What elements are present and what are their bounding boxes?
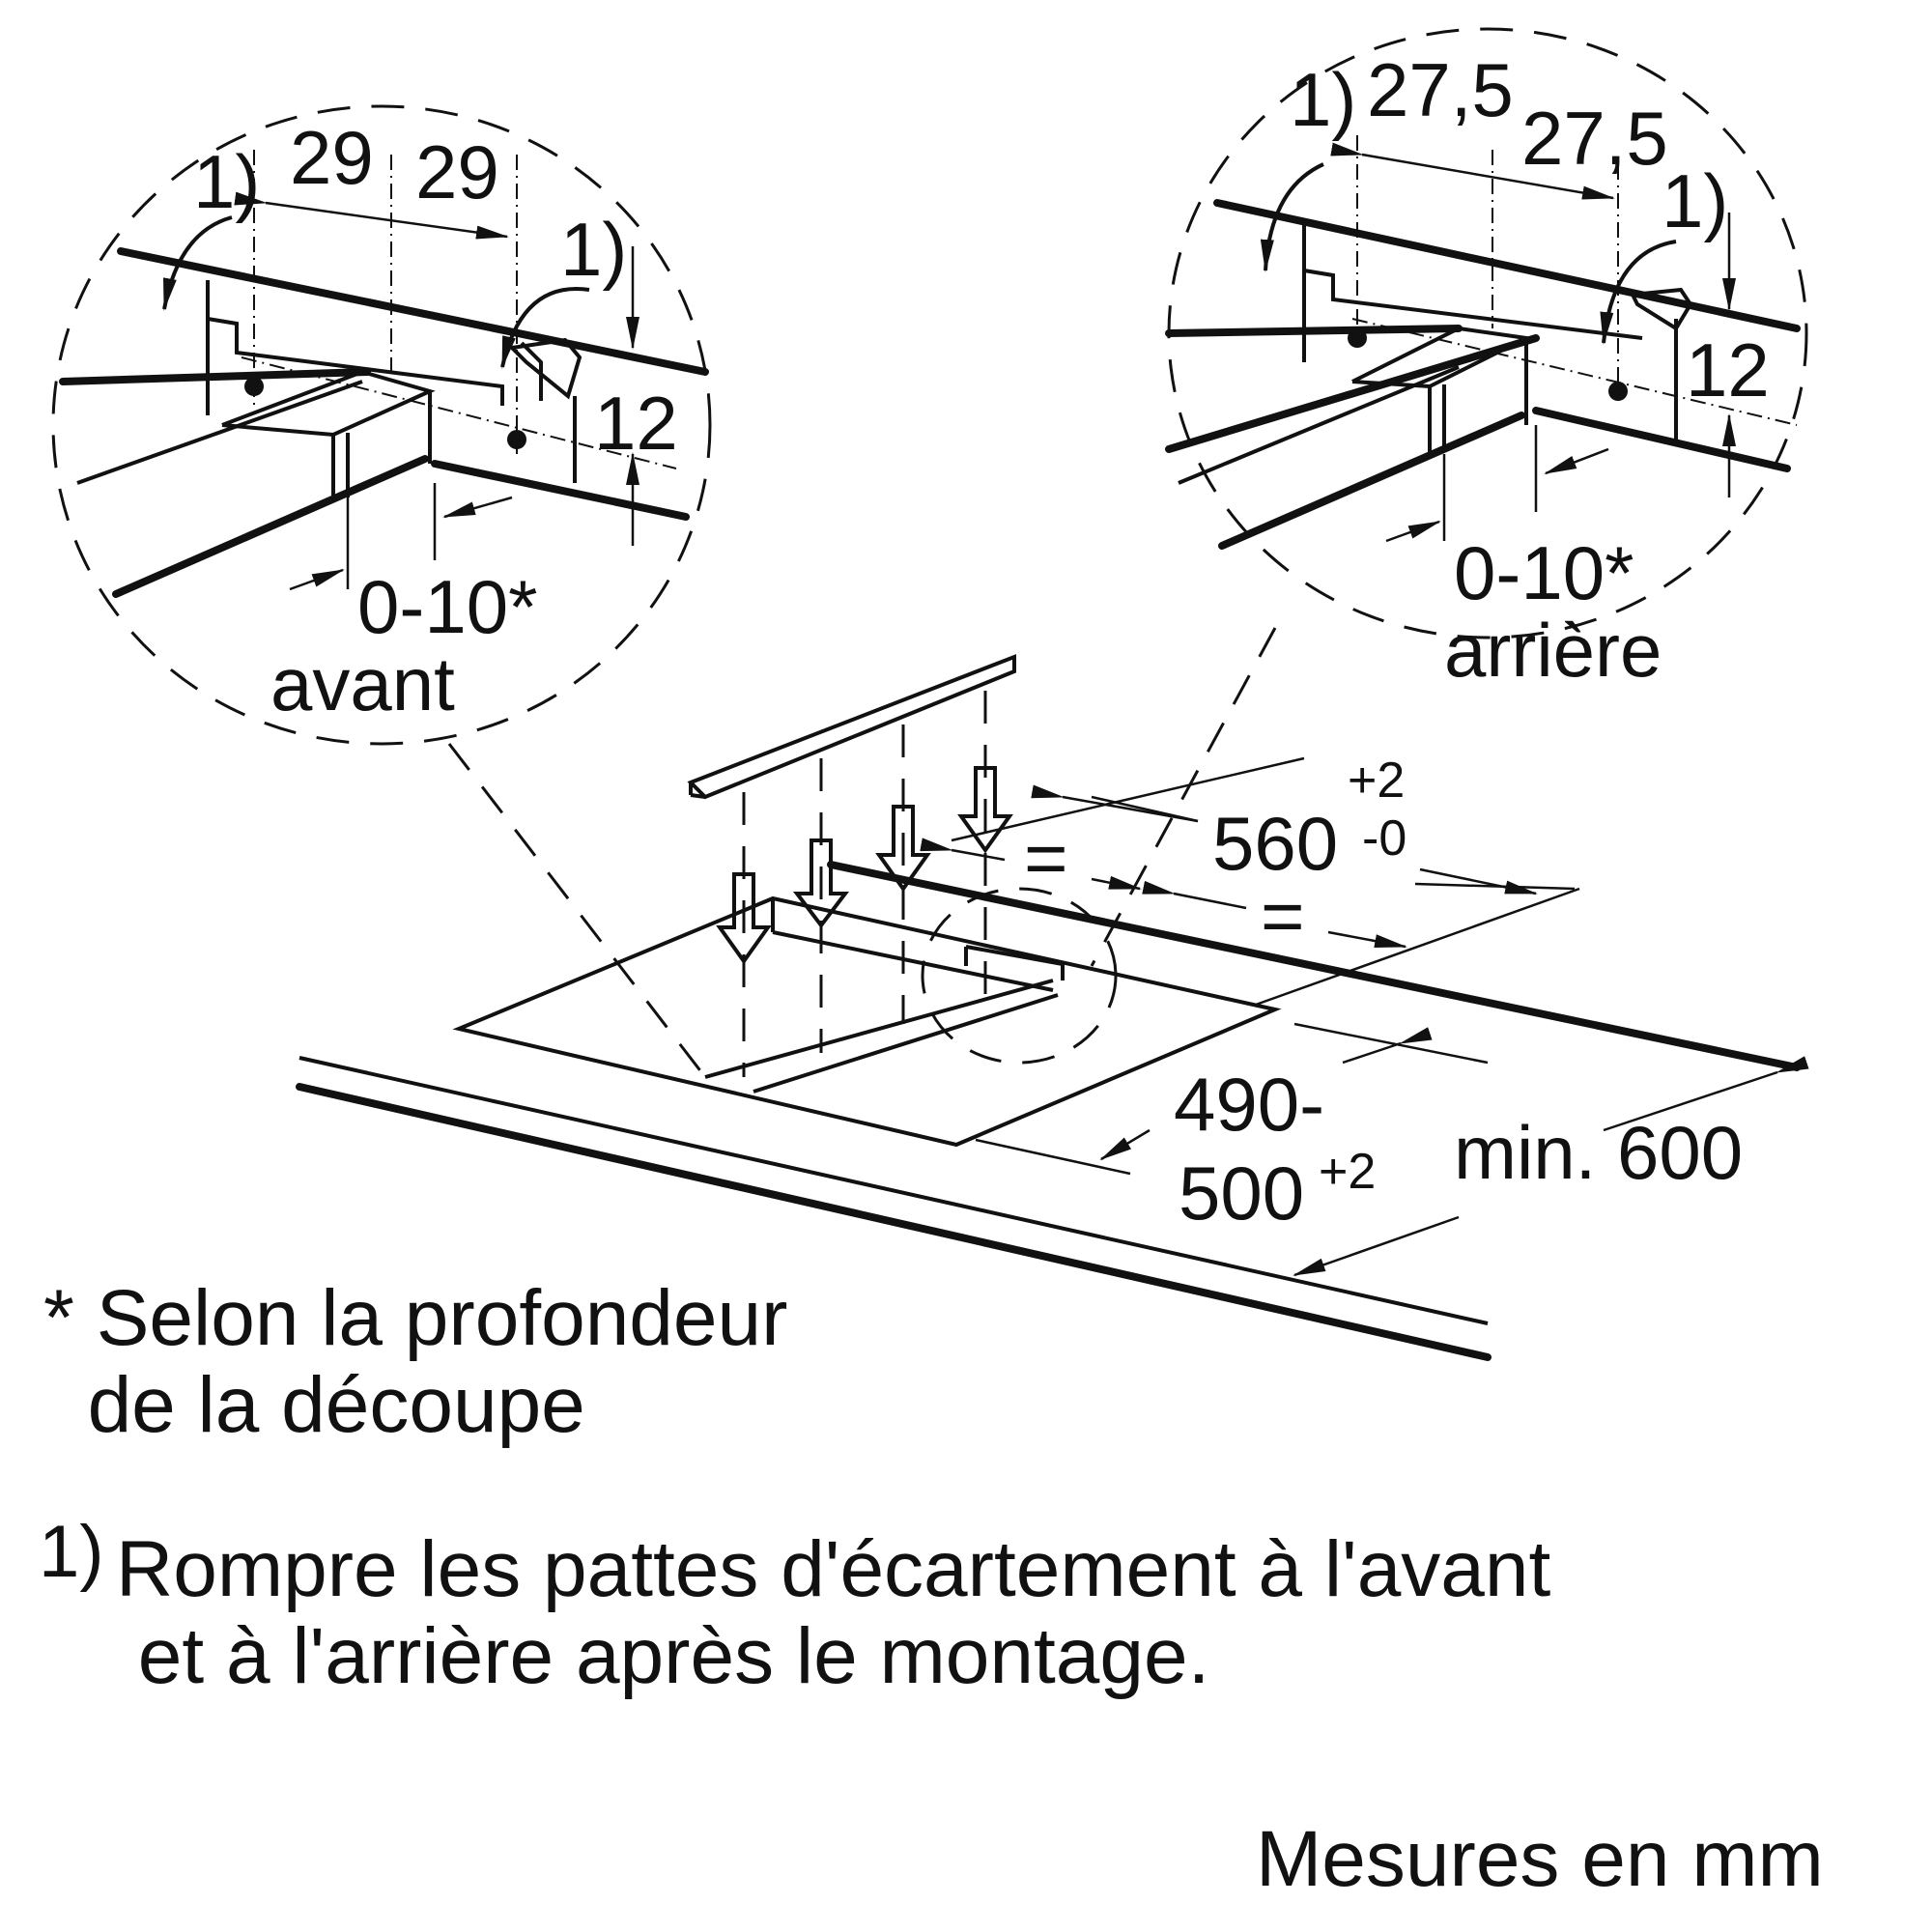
rear-dim-a: 27,5 bbox=[1367, 47, 1514, 132]
rear-ref-left: 1) bbox=[1290, 57, 1356, 142]
front-label: avant bbox=[270, 641, 455, 726]
main-assembly: 560 +2 -0 = = 490- 500 +2 min. 600 bbox=[296, 654, 1809, 1361]
depth-line1: 490- bbox=[1174, 1062, 1324, 1147]
rear-callout-leader bbox=[1090, 627, 1277, 967]
rear-detail: 1) 27,5 27,5 1) 12 0-10* arrière bbox=[1165, 27, 1808, 693]
asterisk-note: * Selon la profondeur de la découpe bbox=[43, 1274, 788, 1450]
rear-ref-right: 1) bbox=[1662, 158, 1728, 243]
rear-dim-b: 27,5 bbox=[1521, 96, 1668, 181]
width-tol-plus: +2 bbox=[1348, 753, 1405, 809]
front-height: 12 bbox=[594, 381, 678, 466]
depth-line2: 500 bbox=[1179, 1151, 1304, 1236]
counter-depth: min. 600 bbox=[1454, 1110, 1743, 1195]
front-dim-b: 29 bbox=[415, 129, 499, 214]
front-detail: 1) 29 29 1) 12 0-10* avant bbox=[51, 104, 712, 746]
rear-label: arrière bbox=[1444, 608, 1662, 693]
equal-a: = bbox=[1024, 815, 1068, 900]
units-note: Mesures en mm bbox=[1256, 1815, 1824, 1903]
ref-note: Rompre les pattes d'écartement à l'avant… bbox=[116, 1525, 1551, 1701]
front-dim-a: 29 bbox=[290, 115, 374, 200]
depth-tol: +2 bbox=[1319, 1144, 1376, 1200]
ref-marker: 1) bbox=[39, 1511, 104, 1593]
rear-height: 12 bbox=[1686, 327, 1770, 412]
front-gap: 0-10* bbox=[357, 564, 537, 649]
front-callout-leader bbox=[447, 743, 707, 1078]
width-value: 560 bbox=[1212, 801, 1338, 886]
width-tol-minus: -0 bbox=[1362, 810, 1406, 867]
front-ref-left: 1) bbox=[193, 139, 260, 224]
equal-b: = bbox=[1261, 873, 1305, 958]
rear-gap: 0-10* bbox=[1454, 530, 1634, 615]
front-detail-circle bbox=[51, 104, 712, 746]
front-ref-right: 1) bbox=[560, 207, 627, 292]
